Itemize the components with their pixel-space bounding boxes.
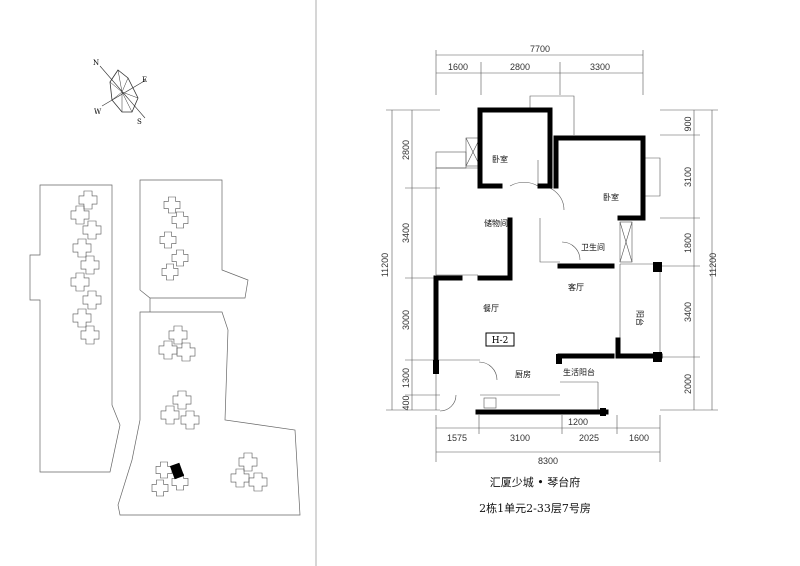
room-label-bedroom-a: 卧室 — [492, 154, 508, 164]
building-footprint — [171, 249, 189, 267]
building-footprint — [80, 255, 100, 275]
site-boundary-west — [29, 184, 121, 473]
dim-left-5: 400 — [401, 395, 411, 410]
building-footprint — [82, 290, 102, 310]
building-footprint — [151, 479, 169, 497]
building-footprint — [82, 220, 102, 240]
dim-bottom-inner: 1200 — [568, 417, 588, 427]
dim-top-3: 3300 — [590, 62, 610, 72]
site-buildings — [70, 190, 268, 497]
dim-left-1: 2800 — [401, 140, 411, 160]
dim-right-4: 3400 — [683, 302, 693, 322]
floor-plan: 7700 1600 2800 3300 1575 3100 2025 1600 … — [380, 44, 718, 466]
site-boundary-northeast — [139, 179, 249, 299]
dim-top-1: 1600 — [448, 62, 468, 72]
room-label-storage: 储物间 — [484, 218, 508, 228]
dim-bottom-1: 1575 — [447, 433, 467, 443]
room-label-living: 餐厅 — [483, 304, 499, 313]
room-label-balcony: 阳台 — [635, 310, 645, 326]
building-footprint — [171, 473, 189, 491]
compass-w: W — [94, 108, 102, 116]
dim-left-3: 3000 — [401, 310, 411, 330]
dim-top-2: 2800 — [510, 62, 530, 72]
dim-right-3: 1800 — [683, 233, 693, 253]
project-title: 汇厦少城 • 琴台府 — [489, 476, 581, 489]
compass-s: S — [137, 118, 142, 126]
building-footprint — [172, 390, 192, 410]
building-footprint — [70, 272, 90, 292]
building-footprint — [163, 196, 181, 214]
building-footprint — [80, 325, 100, 345]
unit-description: 2栋1单元2-33层7号房 — [479, 502, 591, 515]
unit-tag: H-2 — [492, 336, 509, 346]
dim-bottom-4: 1600 — [629, 433, 649, 443]
dim-top-total: 7700 — [530, 44, 550, 54]
room-label-bathroom: 卫生间 — [581, 242, 605, 252]
building-footprint — [160, 405, 180, 425]
building-footprint — [72, 308, 92, 328]
dim-right-1: 900 — [683, 116, 693, 131]
building-footprint — [161, 263, 179, 281]
site-boundary-southeast — [117, 311, 301, 516]
room-label-bedroom-b: 卧室 — [603, 192, 619, 202]
room-label-laundry: 生活阳台 — [563, 367, 595, 377]
dim-bottom-2: 3100 — [510, 433, 530, 443]
dim-left-2: 3400 — [401, 223, 411, 243]
compass-n: N — [93, 59, 99, 67]
dim-right-5: 2000 — [683, 374, 693, 394]
dim-right-2: 3100 — [683, 167, 693, 187]
building-footprint — [78, 190, 98, 210]
room-label-dining: 客厅 — [568, 282, 584, 292]
building-footprint — [70, 205, 90, 225]
room-label-kitchen: 厨房 — [515, 369, 531, 379]
building-footprint — [72, 238, 92, 258]
compass-rose: N E S W — [93, 59, 147, 126]
dim-bottom-3: 2025 — [579, 433, 599, 443]
dim-right-total: 11200 — [708, 253, 718, 277]
dim-left-4: 1300 — [401, 368, 411, 388]
building-footprint — [180, 410, 200, 430]
dim-left-total: 11200 — [380, 253, 390, 277]
dim-bottom-total: 8300 — [538, 456, 558, 466]
unit-tag-box — [485, 332, 515, 347]
highlighted-building — [169, 462, 185, 480]
building-footprint — [176, 342, 196, 362]
compass-e: E — [142, 76, 147, 84]
building-footprint — [248, 472, 268, 492]
building-footprint — [238, 452, 258, 472]
building-footprint — [171, 211, 189, 229]
building-footprint — [230, 468, 250, 488]
building-footprint — [159, 231, 177, 249]
building-footprint — [155, 461, 173, 479]
building-footprint — [158, 340, 178, 360]
